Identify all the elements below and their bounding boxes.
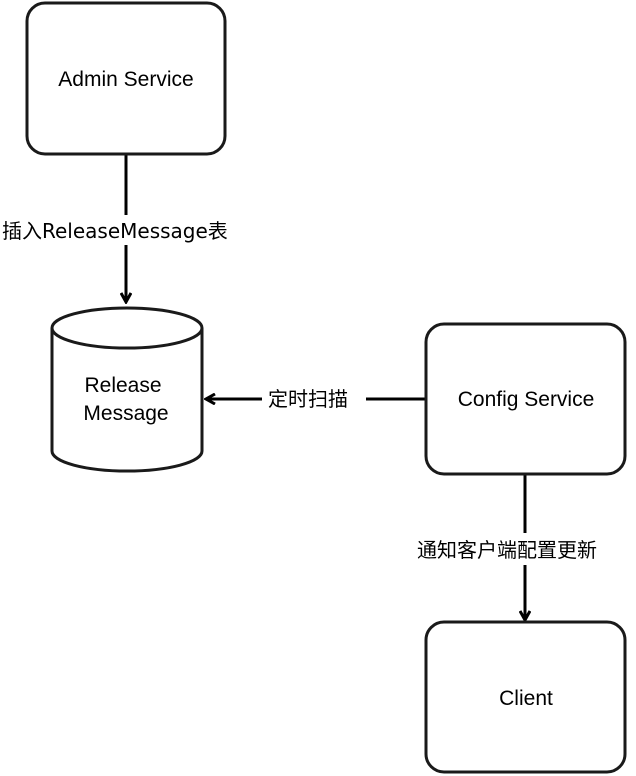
node-label-message: Message <box>83 402 168 425</box>
node-release-message: Release Message <box>50 306 204 473</box>
edge-label-scheduled-scan: 定时扫描 <box>268 387 348 411</box>
edge-label-bg <box>414 533 636 565</box>
edge-label-bg <box>0 215 258 245</box>
node-label-admin-service: Admin Service <box>58 68 193 91</box>
node-label-release: Release <box>84 374 161 397</box>
node-label-client: Client <box>499 687 553 710</box>
node-client: Client <box>424 620 627 774</box>
edge-label-insert-release-message: 插入ReleaseMessage表 <box>2 219 228 243</box>
node-label-config-service: Config Service <box>458 388 595 411</box>
edge-label-bg <box>262 384 366 414</box>
edge-label-notify-client: 通知客户端配置更新 <box>417 538 597 562</box>
edge-config-to-release: 定时扫描 <box>206 384 426 414</box>
node-admin-service: Admin Service <box>25 1 227 156</box>
edge-admin-to-release: 插入ReleaseMessage表 <box>0 154 258 302</box>
node-config-service: Config Service <box>424 322 627 476</box>
edge-config-to-client: 通知客户端配置更新 <box>414 474 636 620</box>
